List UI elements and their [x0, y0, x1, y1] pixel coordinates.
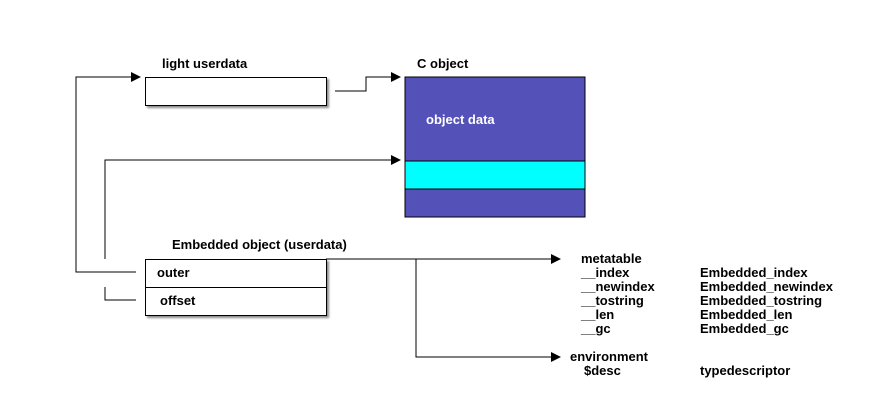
metatable-key: __len	[581, 307, 615, 322]
environment-key: $desc	[584, 363, 621, 378]
object-data-label: object data	[426, 112, 495, 127]
arrow-light-to-cobject	[335, 72, 401, 92]
metatable-key: __gc	[581, 321, 611, 336]
arrow-outer-to-light	[75, 72, 141, 273]
light-userdata-box	[145, 77, 327, 106]
field-offset: offset	[160, 293, 196, 308]
field-outer: outer	[157, 265, 190, 280]
arrow-offset-to-band	[104, 287, 136, 301]
embedded-object-box: outer offset	[145, 259, 327, 316]
c-object-body	[404, 76, 586, 218]
metatable-key: __newindex	[581, 279, 655, 294]
metatable-title: metatable	[581, 251, 642, 266]
environment-title: environment	[570, 349, 649, 364]
c-object-title: C object	[417, 56, 469, 71]
metatable-value: Embedded_index	[700, 265, 808, 280]
embedded-divider	[146, 287, 326, 288]
arrow-to-environment	[415, 259, 561, 362]
metatable-value: Embedded_len	[700, 307, 793, 322]
environment-value: typedescriptor	[700, 363, 791, 378]
metatable-key: __index	[581, 265, 630, 280]
metatable-value: Embedded_newindex	[700, 279, 833, 294]
metatable-value: Embedded_gc	[700, 321, 789, 336]
metatable-value: Embedded_tostring	[700, 293, 823, 308]
light-userdata-title: light userdata	[162, 56, 248, 71]
arrow-offset-to-band-upper	[104, 155, 401, 259]
embedded-object-title: Embedded object (userdata)	[172, 237, 347, 252]
metatable-key: __tostring	[581, 293, 644, 308]
c-object-band	[404, 160, 586, 190]
